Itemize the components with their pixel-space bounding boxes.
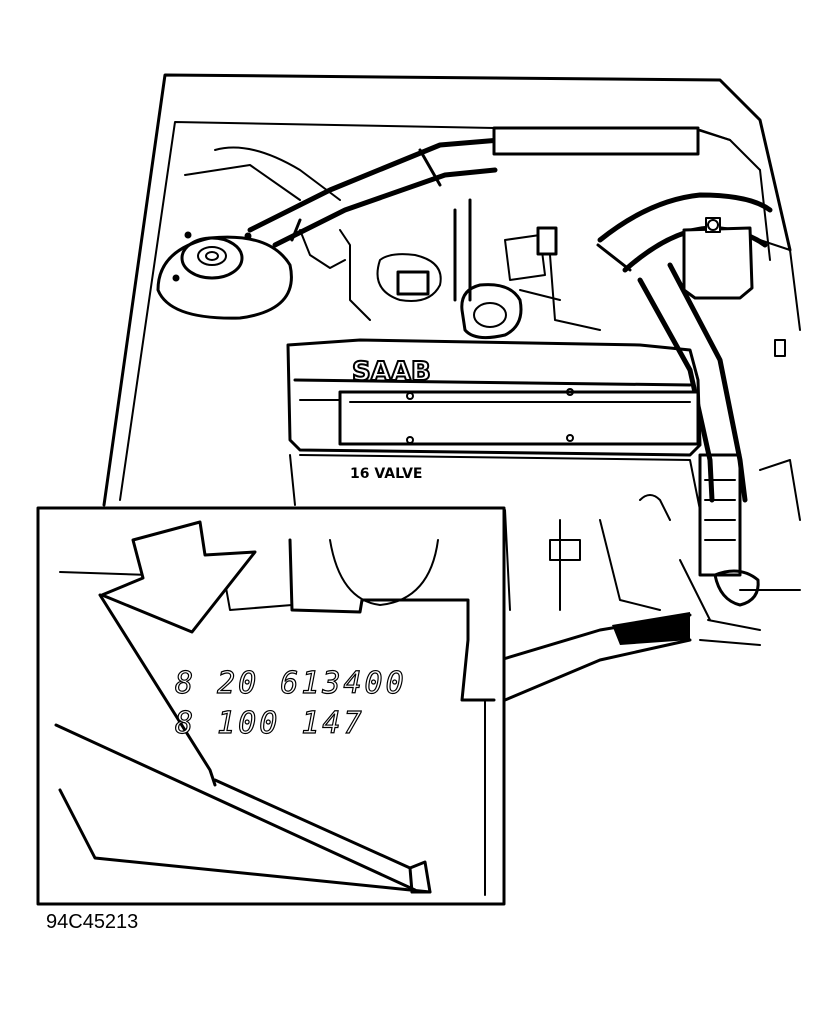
engine-logo: SAAB	[352, 357, 431, 387]
distributor-area	[339, 198, 601, 340]
valve-cover: SAAB 16 VALVE	[286, 338, 702, 511]
callout-pointer	[498, 612, 692, 702]
lower-right-components	[504, 453, 801, 646]
upper-crossmember	[492, 126, 731, 156]
strut-tower	[156, 146, 341, 320]
fluid-reservoir	[682, 217, 801, 357]
stamp-line-2: 8 100 147	[175, 706, 365, 741]
stamp-line-1: 8 20 613400	[175, 666, 407, 701]
figure-code: 94C45213	[46, 911, 139, 933]
detail-inset: 8 20 613400 8 100 147	[36, 506, 506, 906]
valve-cover-label: 16 VALVE	[350, 466, 422, 482]
intake-hose	[247, 137, 503, 269]
